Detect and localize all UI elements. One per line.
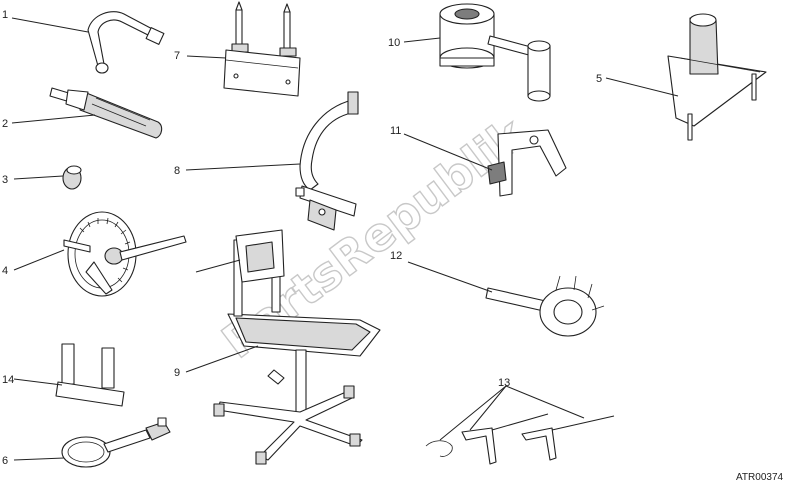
- tool-3-bushing: [13, 165, 82, 190]
- tool-7-pin-fixture: [186, 1, 301, 97]
- callout-11: 11: [390, 125, 401, 137]
- callout-4: 4: [2, 265, 8, 277]
- tool-5-support: [605, 13, 767, 141]
- callout-7: 7: [174, 50, 180, 62]
- tool-10-rotor-tool: [403, 3, 551, 102]
- drawing-code: ATR00374: [736, 472, 784, 483]
- tool-14-plate: [13, 343, 125, 407]
- callout-13: 13: [498, 377, 510, 389]
- callout-2: 2: [2, 118, 8, 130]
- callout-9: 9: [174, 367, 180, 379]
- tool-8-bracket: [185, 91, 359, 231]
- tool-9-engine-stand: [185, 229, 381, 465]
- tool-4-degree-wheel: [13, 211, 187, 297]
- callout-5: 5: [596, 73, 602, 85]
- tool-2-handle: [11, 87, 163, 139]
- callout-10: 10: [388, 37, 400, 49]
- callout-12: 12: [390, 250, 402, 262]
- callout-3: 3: [2, 174, 8, 186]
- tool-1-hook: [11, 11, 165, 74]
- callout-1: 1: [2, 9, 8, 21]
- callout-14: 14: [2, 374, 14, 386]
- tool-6-strap-wrench: [13, 417, 171, 468]
- callout-6: 6: [2, 455, 8, 467]
- tool-12-crank-lock: [407, 261, 605, 337]
- callout-8: 8: [174, 165, 180, 177]
- tool-13-pins: [425, 385, 615, 465]
- tool-11-bracket: [403, 129, 567, 197]
